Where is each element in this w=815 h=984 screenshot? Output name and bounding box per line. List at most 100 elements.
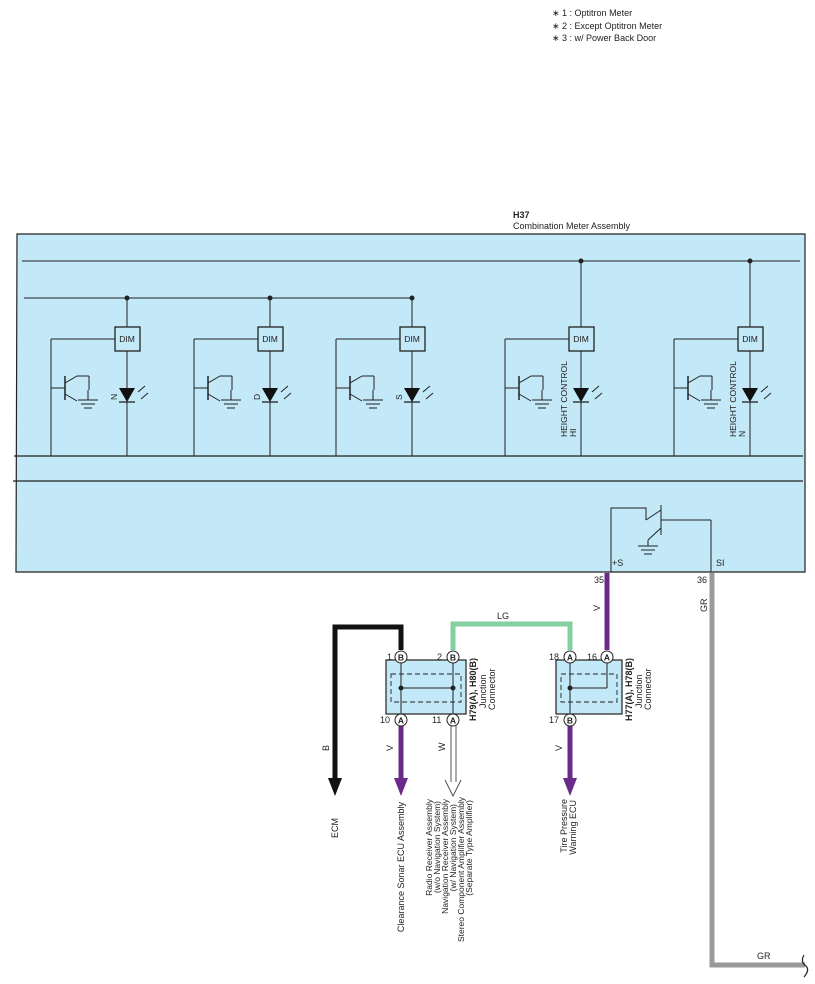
arrow-sonar [394,778,408,796]
wire-label-lg: LG [497,611,509,621]
pin-1-num: 1 [387,652,392,662]
indicator-3-led-icon [404,388,420,402]
indicator-1-dim-label: DIM [119,334,135,344]
wire-gr [709,573,805,968]
indicator-2-transistor-emitter [207,393,221,402]
junction-1-name-line-2: Connector [487,668,497,710]
indicator-5-transistor-collector [687,375,701,384]
dest-tire-line-1: Tire Pressure [559,799,569,853]
pin-16-conn: A [604,653,610,663]
wire-lg [450,621,573,650]
wire-label-v-sonar: V [385,745,395,751]
junction-connector-1 [385,659,467,715]
wire-label-v-meter: V [592,605,602,611]
pin-17: B 17 [549,713,577,727]
indicator-5-transistor-emitter [687,393,701,402]
indicator-3-transistor-emitter [349,393,363,402]
note-2: ∗ 2 : Except Optitron Meter [552,20,663,31]
wire-label-gr-horizontal: GR [757,951,771,961]
wire-b-ecm [332,624,404,780]
pin-11-num: 11 [432,715,441,725]
pin-16: A 16 [587,650,614,664]
pin-10-conn: A [398,716,404,726]
indicator-2-label: D [252,394,262,400]
junction-1-name-line-1: Junction [478,674,488,708]
dest-radio-line-5: Stereo Component Amplifier Assembly [456,796,466,942]
junction-1-codes: H79(A), H80(B) [468,658,478,721]
component-code: H37 [513,210,530,220]
pin-10: A 10 [380,713,408,727]
dest-radio-line-2: (w/o Navigation System) [432,801,442,893]
pin-1: B 1 [387,650,408,664]
indicator-3-transistor-collector [349,375,363,384]
note-1: ∗ 1 : Optitron Meter [552,8,633,18]
dest-radio-line-6: (Separate Type Amplifier) [464,800,474,896]
indicator-5-led-icon [742,388,758,402]
junction-2-name-line-1: Junction [634,674,644,708]
dest-radio: Radio Receiver Assembly (w/o Navigation … [424,796,474,942]
arrow-ecm [328,778,342,796]
indicator-5-dim-label: DIM [742,334,758,344]
pin-2-conn: B [450,653,456,663]
indicator-2-dim-label: DIM [262,334,278,344]
indicator-3-led-light-icon [422,385,434,400]
indicator-4-led-light-icon [591,385,603,400]
indicator-4-led-icon [573,388,589,402]
indicator-3-dim-label: DIM [404,334,420,344]
pin-1-conn: B [398,653,404,663]
indicator-1-led-light-icon [137,385,149,400]
pin-2-num: 2 [437,652,442,662]
dest-tire-line-2: Warning ECU [568,800,578,855]
wire-label-v-tire: V [554,745,564,751]
pin-16-num: 16 [587,652,597,662]
pin-35: 35 [594,575,604,585]
indicator-5-label-line-2: N [737,431,747,437]
indicator-2-transistor-collector [207,375,221,384]
indicator-4-transistor-emitter [518,393,532,402]
pin-36: 36 [697,575,707,585]
pin-18: A 18 [549,650,577,664]
indicator-1-dim-box [114,326,141,352]
indicator-1-transistor-emitter [64,393,78,402]
junction-2-name-line-2: Connector [643,668,653,710]
dest-radio-line-1: Radio Receiver Assembly [424,798,434,896]
pin-17-num: 17 [549,715,559,725]
pin-11-conn: A [450,716,456,726]
wire-w-radio [444,726,462,798]
note-3: ∗ 3 : w/ Power Back Door [552,33,657,43]
indicator-3-label: S [394,394,404,400]
indicator-2-led-icon [262,388,278,402]
pin-17-conn: B [567,716,573,726]
meter-panel [15,233,806,573]
terminal-si: SI [716,558,725,568]
wire-label-b: B [321,745,331,751]
pin-2: B 2 [437,650,460,664]
terminal-plus-s: +S [612,558,623,568]
notes: ∗ 1 : Optitron Meter ∗ 2 : Except Optitr… [552,7,662,45]
pin-18-num: 18 [549,652,559,662]
dest-radio-line-3: Navigation Receiver Assembly [440,798,450,914]
dest-ecm: ECM [330,818,340,838]
pin-11: A 11 [432,713,460,727]
indicator-4-label-line-2: HI [568,429,578,438]
pin-10-num: 10 [380,715,390,725]
arrow-tire [563,778,577,796]
indicator-1-led-icon [119,388,135,402]
indicator-1-transistor-collector [64,375,78,384]
component-name: Combination Meter Assembly [513,221,631,231]
indicator-4-dim-label: DIM [573,334,589,344]
pin-18-conn: A [567,653,573,663]
indicator-5-label-line-1: HEIGHT CONTROL [728,361,738,437]
dest-radio-line-4: (w/ Navigation System) [448,804,458,892]
indicator-2-led-light-icon [280,385,292,400]
indicator-5-dim-box [737,326,764,352]
indicator-5-led-light-icon [760,385,772,400]
indicator-1-label: N [109,394,119,400]
junction-connector-2 [555,659,623,715]
indicator-4-label-line-1: HEIGHT CONTROL [559,361,569,437]
wire-continuation-break [801,954,809,978]
wire-label-w: W [437,742,447,751]
output-transistor [610,505,712,572]
